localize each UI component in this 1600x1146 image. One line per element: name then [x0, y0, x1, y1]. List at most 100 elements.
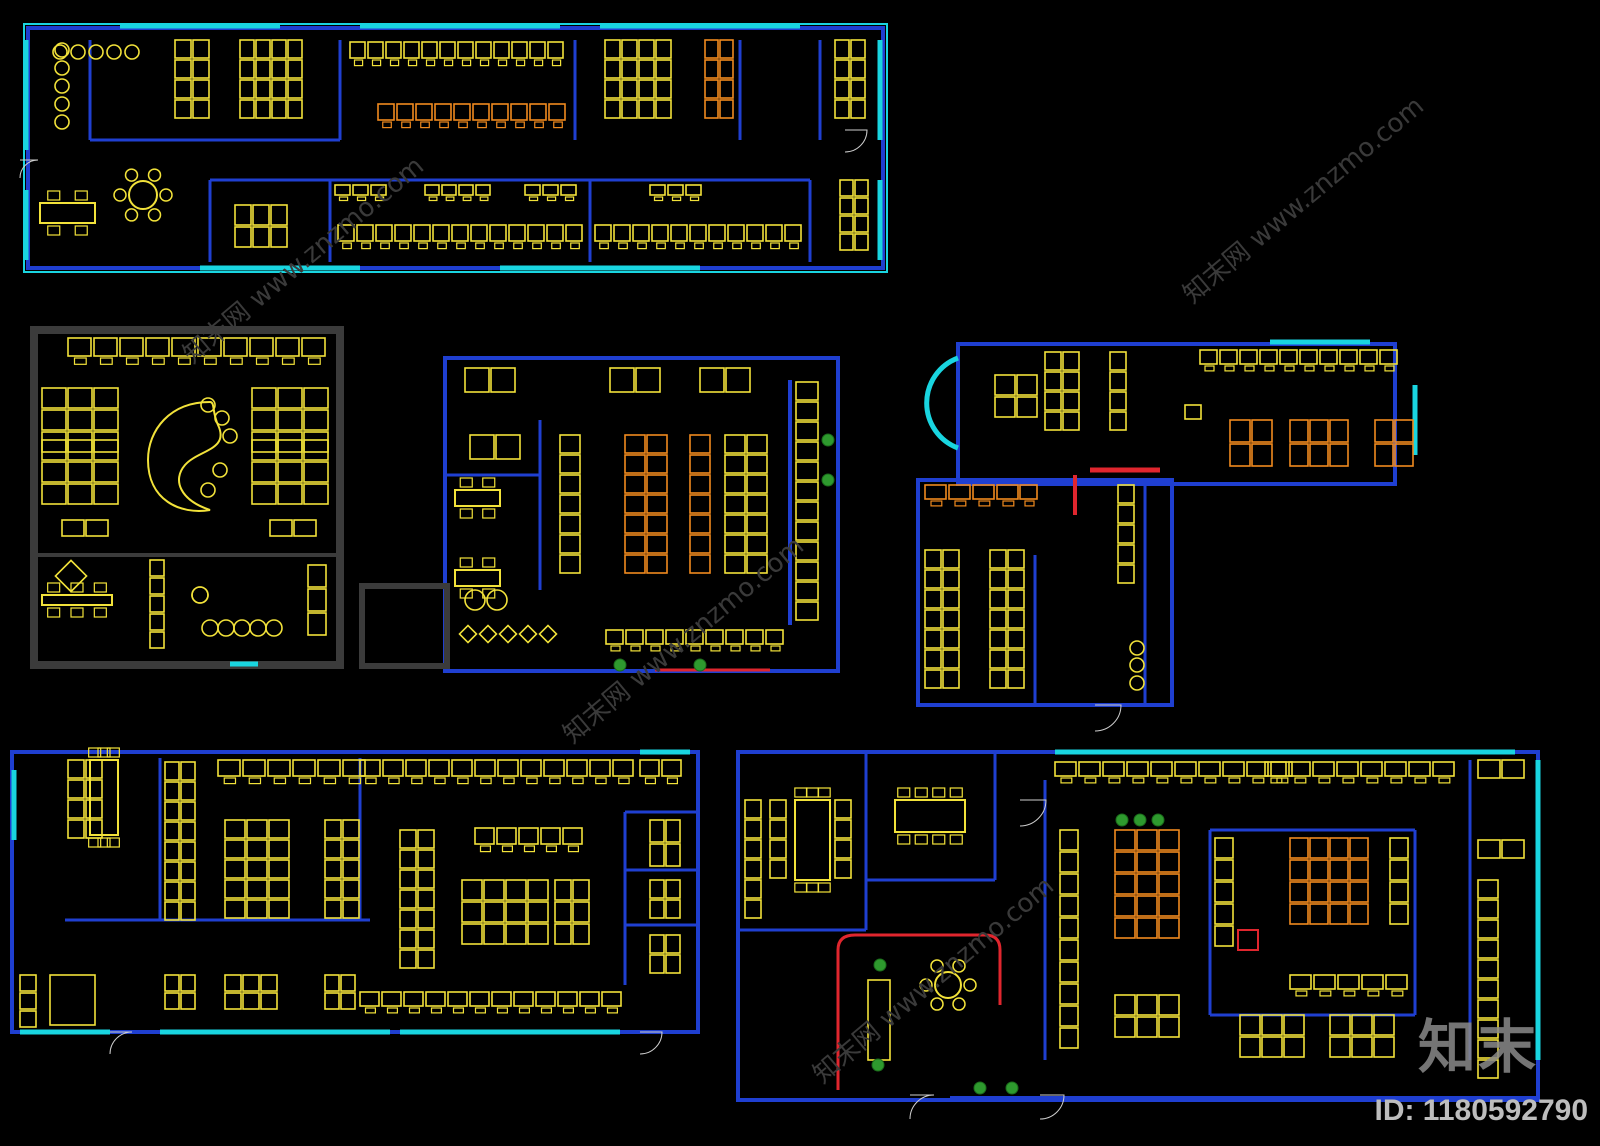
- desk-cluster-cell: [1389, 881, 1409, 903]
- desk-cluster-cell: [746, 534, 768, 554]
- desk: [451, 224, 469, 242]
- desk: [924, 484, 947, 500]
- chair: [88, 837, 102, 848]
- desk: [565, 224, 583, 242]
- desk: [1199, 349, 1218, 365]
- desk: [292, 759, 316, 777]
- desk-cluster-cell: [1044, 411, 1062, 431]
- desk-cluster-cell: [665, 843, 681, 867]
- desk-cluster-cell: [180, 992, 196, 1010]
- desk-cluster-cell: [689, 474, 711, 494]
- desk-cluster-cell: [303, 439, 329, 461]
- desk: [415, 103, 433, 121]
- desk: [356, 224, 374, 242]
- desk-cluster-cell: [1373, 1036, 1395, 1058]
- desk-cluster-cell: [989, 569, 1007, 589]
- desk-cluster-cell: [67, 431, 93, 453]
- desk-cluster-cell: [19, 974, 37, 992]
- chair: [1002, 500, 1015, 507]
- chair: [418, 242, 428, 250]
- desk-cluster-cell: [689, 454, 711, 474]
- chair: [1438, 777, 1451, 784]
- desk-cluster-cell: [271, 79, 287, 99]
- desk: [746, 224, 764, 242]
- chair: [914, 834, 928, 845]
- desk-cluster-cell: [41, 483, 67, 505]
- lounge-seat: [106, 44, 122, 60]
- desk-cluster-cell: [149, 631, 165, 649]
- desk: [1279, 349, 1298, 365]
- stool: [249, 619, 267, 637]
- desk-cluster-cell: [293, 519, 317, 537]
- chair: [650, 645, 661, 652]
- desk-cluster-cell: [303, 387, 329, 409]
- plan-1-outer-wall-outer: [23, 23, 888, 273]
- chair: [1024, 500, 1035, 507]
- desk: [474, 827, 495, 845]
- desk-cluster-cell: [724, 554, 746, 574]
- desk-cluster-cell: [271, 59, 287, 79]
- desk-cluster-cell: [85, 779, 103, 799]
- desk-cluster-cell: [417, 949, 435, 969]
- desk: [527, 224, 545, 242]
- desk-cluster-cell: [665, 819, 681, 843]
- desk-cluster-cell: [746, 454, 768, 474]
- desk-cluster-cell: [324, 879, 342, 899]
- desk-cluster-cell: [180, 781, 196, 801]
- desk-cluster-cell: [342, 819, 360, 839]
- desk-cluster-cell: [67, 461, 93, 483]
- desk: [540, 827, 561, 845]
- desk-cluster-cell: [646, 554, 668, 574]
- desk-cluster-cell: [527, 901, 549, 923]
- desk-cluster-cell: [646, 494, 668, 514]
- stool: [233, 619, 251, 637]
- desk-cluster-cell: [1289, 419, 1309, 443]
- chair: [408, 1007, 420, 1014]
- chair: [1132, 777, 1145, 784]
- desk-cluster-cell: [1351, 1014, 1373, 1036]
- desk-cluster-cell: [1136, 873, 1158, 895]
- chair: [545, 845, 557, 853]
- chair: [482, 477, 496, 488]
- desk: [375, 224, 393, 242]
- desk-cluster-cell: [1477, 979, 1499, 999]
- desk-cluster-cell: [1007, 649, 1025, 669]
- desk-cluster-cell: [164, 992, 180, 1010]
- chair: [307, 357, 321, 365]
- desk: [381, 991, 402, 1007]
- desk-cluster-cell: [340, 992, 356, 1010]
- stool: [200, 482, 216, 498]
- desk-cluster-cell: [850, 99, 866, 119]
- desk-cluster-cell: [1158, 895, 1180, 917]
- desk-cluster-cell: [554, 923, 572, 945]
- desk-cluster-cell: [93, 387, 119, 409]
- stool: [214, 410, 230, 426]
- desk: [1432, 761, 1455, 777]
- desk-cluster-cell: [1044, 351, 1062, 371]
- chair: [479, 845, 491, 853]
- stool: [265, 619, 283, 637]
- plan-3-outer-wall: [443, 356, 840, 673]
- desk-cluster-cell: [624, 554, 646, 574]
- desk-cluster-cell: [1389, 903, 1409, 925]
- desk-cluster-cell: [942, 569, 960, 589]
- desk: [474, 759, 496, 777]
- desk-cluster-cell: [67, 387, 93, 409]
- desk-cluster-cell: [255, 59, 271, 79]
- chair: [630, 645, 641, 652]
- chair: [474, 1007, 486, 1014]
- chair: [459, 508, 473, 519]
- chair: [93, 582, 107, 593]
- desk: [784, 224, 802, 242]
- desk-cluster-cell: [242, 974, 260, 992]
- desk-cluster-cell: [174, 99, 192, 119]
- desk-cluster-cell: [1109, 351, 1127, 371]
- desk-cluster-cell: [665, 899, 681, 919]
- desk: [359, 759, 381, 777]
- chair: [353, 59, 364, 67]
- desk: [639, 759, 660, 777]
- door-swing: [109, 1031, 133, 1055]
- chair: [475, 242, 485, 250]
- lounge-seat: [88, 44, 104, 60]
- desk-cluster-cell: [1289, 443, 1309, 467]
